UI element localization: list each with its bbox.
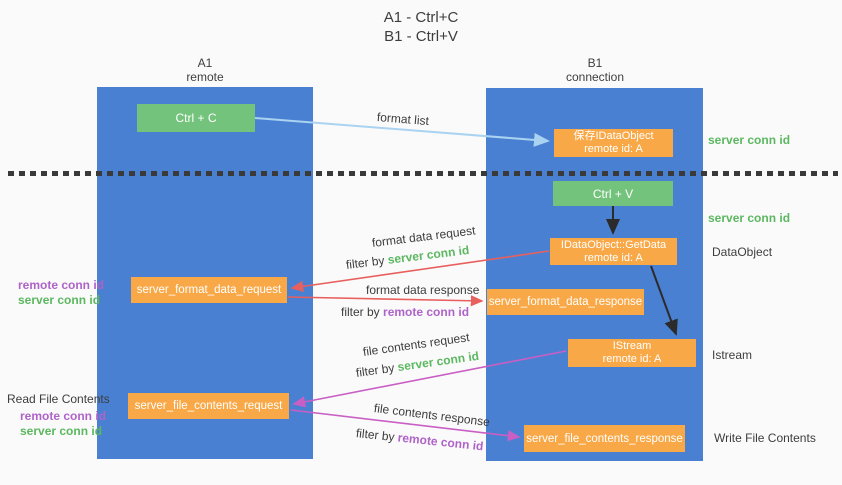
server-file-contents-request-box: server_file_contents_request xyxy=(128,393,289,419)
read-file-contents-label: Read File Contents xyxy=(7,392,110,406)
section-divider-dotted-line xyxy=(8,171,838,176)
remote-conn-id-label: remote conn id xyxy=(20,409,107,423)
left-conn-id-labels-bottom: remote conn id server conn id xyxy=(20,409,106,439)
file-contents-response-filter-label: filter by remote conn id xyxy=(355,426,484,453)
ctrl-v-box: Ctrl + V xyxy=(553,181,673,206)
server-conn-id-label: server conn id xyxy=(20,424,103,438)
filter-by-text: filter by xyxy=(345,253,386,272)
getdata-title: IDataObject::GetData xyxy=(560,238,667,251)
save-idataobject-remote-id: remote id: A xyxy=(584,143,643,155)
ctrl-c-box: Ctrl + C xyxy=(137,104,255,132)
server-format-data-response-box: server_format_data_response xyxy=(487,289,644,315)
format-data-response-label: format data response xyxy=(366,283,480,297)
lifeline-b-name: B1 xyxy=(587,56,603,70)
filter-by-text: filter by xyxy=(355,426,396,445)
istream-box: IStream remote id: A xyxy=(568,339,696,367)
server-conn-id-label: server conn id xyxy=(18,293,101,307)
left-conn-id-labels: remote conn id server conn id xyxy=(18,278,104,308)
write-file-contents-label: Write File Contents xyxy=(714,431,816,445)
title-line-1: A1 - Ctrl+C xyxy=(383,9,459,26)
diagram-title: A1 - Ctrl+C B1 - Ctrl+V xyxy=(0,8,842,46)
format-list-label: format list xyxy=(376,110,430,129)
getdata-remote-id: remote id: A xyxy=(584,251,643,264)
lifeline-a-header: A1 remote xyxy=(155,56,255,84)
remote-conn-id-text: remote conn id xyxy=(397,430,485,454)
dataobject-label: DataObject xyxy=(712,245,773,259)
format-data-response-arrow xyxy=(287,295,484,307)
lifeline-a-role: remote xyxy=(186,70,224,84)
server-conn-id-label-mid: server conn id xyxy=(708,211,791,225)
remote-conn-id-text: remote conn id xyxy=(383,305,470,319)
istream-title: IStream xyxy=(612,340,652,352)
istream-label: Istream xyxy=(712,348,753,362)
lifeline-b-role: connection xyxy=(565,70,625,84)
save-idataobject-box: 保存IDataObject remote id: A xyxy=(554,129,673,157)
title-line-2: B1 - Ctrl+V xyxy=(384,28,458,45)
server-file-contents-response-box: server_file_contents_response xyxy=(524,425,685,452)
save-idataobject-title: 保存IDataObject xyxy=(573,130,654,142)
file-contents-response-label: file contents response xyxy=(373,401,491,430)
filter-by-text: filter by xyxy=(341,305,380,319)
idataobject-getdata-box: IDataObject::GetData remote id: A xyxy=(550,238,677,265)
filter-by-text: filter by xyxy=(355,360,396,380)
format-data-response-filter-label: filter by remote conn id xyxy=(341,305,469,319)
server-conn-id-label-top: server conn id xyxy=(708,133,791,147)
istream-remote-id: remote id: A xyxy=(602,353,662,365)
server-format-data-request-box: server_format_data_request xyxy=(131,277,287,303)
server-conn-id-text: server conn id xyxy=(396,348,480,375)
lifeline-a-name: A1 xyxy=(197,56,213,70)
remote-conn-id-label: remote conn id xyxy=(18,278,105,292)
lifeline-b-header: B1 connection xyxy=(545,56,645,84)
format-data-request-filter-label: filter by server conn id xyxy=(345,243,470,272)
